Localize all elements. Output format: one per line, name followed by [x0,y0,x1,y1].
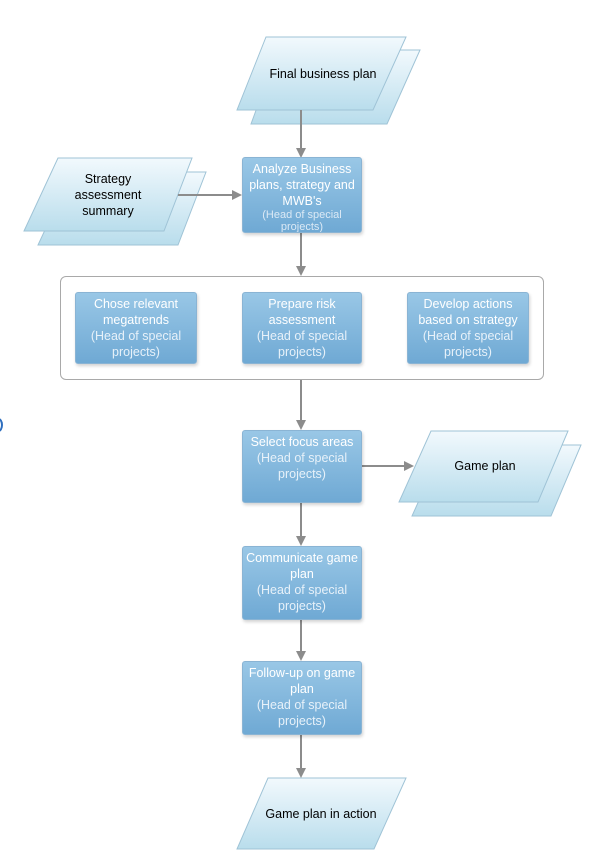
step-communicate-game-plan[interactable]: Communicate game plan (Head of special p… [242,546,362,620]
game-plan-label: Game plan [454,459,516,473]
step-prepare-risk-assessment[interactable]: Prepare risk assessment (Head of special… [242,292,362,364]
step-analyze-role: (Head of special projects) [262,209,342,233]
step-select-focus-areas[interactable]: Select focus areas (Head of special proj… [242,430,362,503]
step-followup-role: (Head of special projects) [256,698,348,728]
step-focus-text: Select focus areas [250,435,354,449]
step-followup-text: Follow-up on game plan [248,666,356,696]
step-actions-role: (Head of special projects) [422,329,514,359]
step-communicate-role: (Head of special projects) [256,583,348,613]
doc-strategy-assessment-summary[interactable] [23,157,207,246]
step-analyze-business-plans[interactable]: Analyze Business plans, strategy and MWB… [242,157,362,233]
step-focus-role: (Head of special projects) [256,451,348,481]
doc-game-plan[interactable] [398,430,582,517]
step-follow-up-game-plan[interactable]: Follow-up on game plan (Head of special … [242,661,362,735]
step-actions-text: Develop actions based on strategy [418,297,518,327]
strategy-assessment-summary-label: Strategy assessment summary [74,172,142,218]
step-communicate-text: Communicate game plan [246,551,358,581]
doc-final-business-plan[interactable] [236,36,421,125]
step-risk-text: Prepare risk assessment [268,297,336,327]
step-megatrends-role: (Head of special projects) [90,329,182,359]
step-analyze-text: Analyze Business plans, strategy and MWB… [249,162,355,208]
step-megatrends-text: Chose relevant megatrends [93,297,179,327]
step-develop-actions[interactable]: Develop actions based on strategy (Head … [407,292,529,364]
step-chose-megatrends[interactable]: Chose relevant megatrends (Head of speci… [75,292,197,364]
doc-game-plan-in-action[interactable] [236,777,407,850]
final-business-plan-label: Final business plan [269,67,377,81]
step-risk-role: (Head of special projects) [256,329,348,359]
game-plan-in-action-label: Game plan in action [265,807,377,821]
